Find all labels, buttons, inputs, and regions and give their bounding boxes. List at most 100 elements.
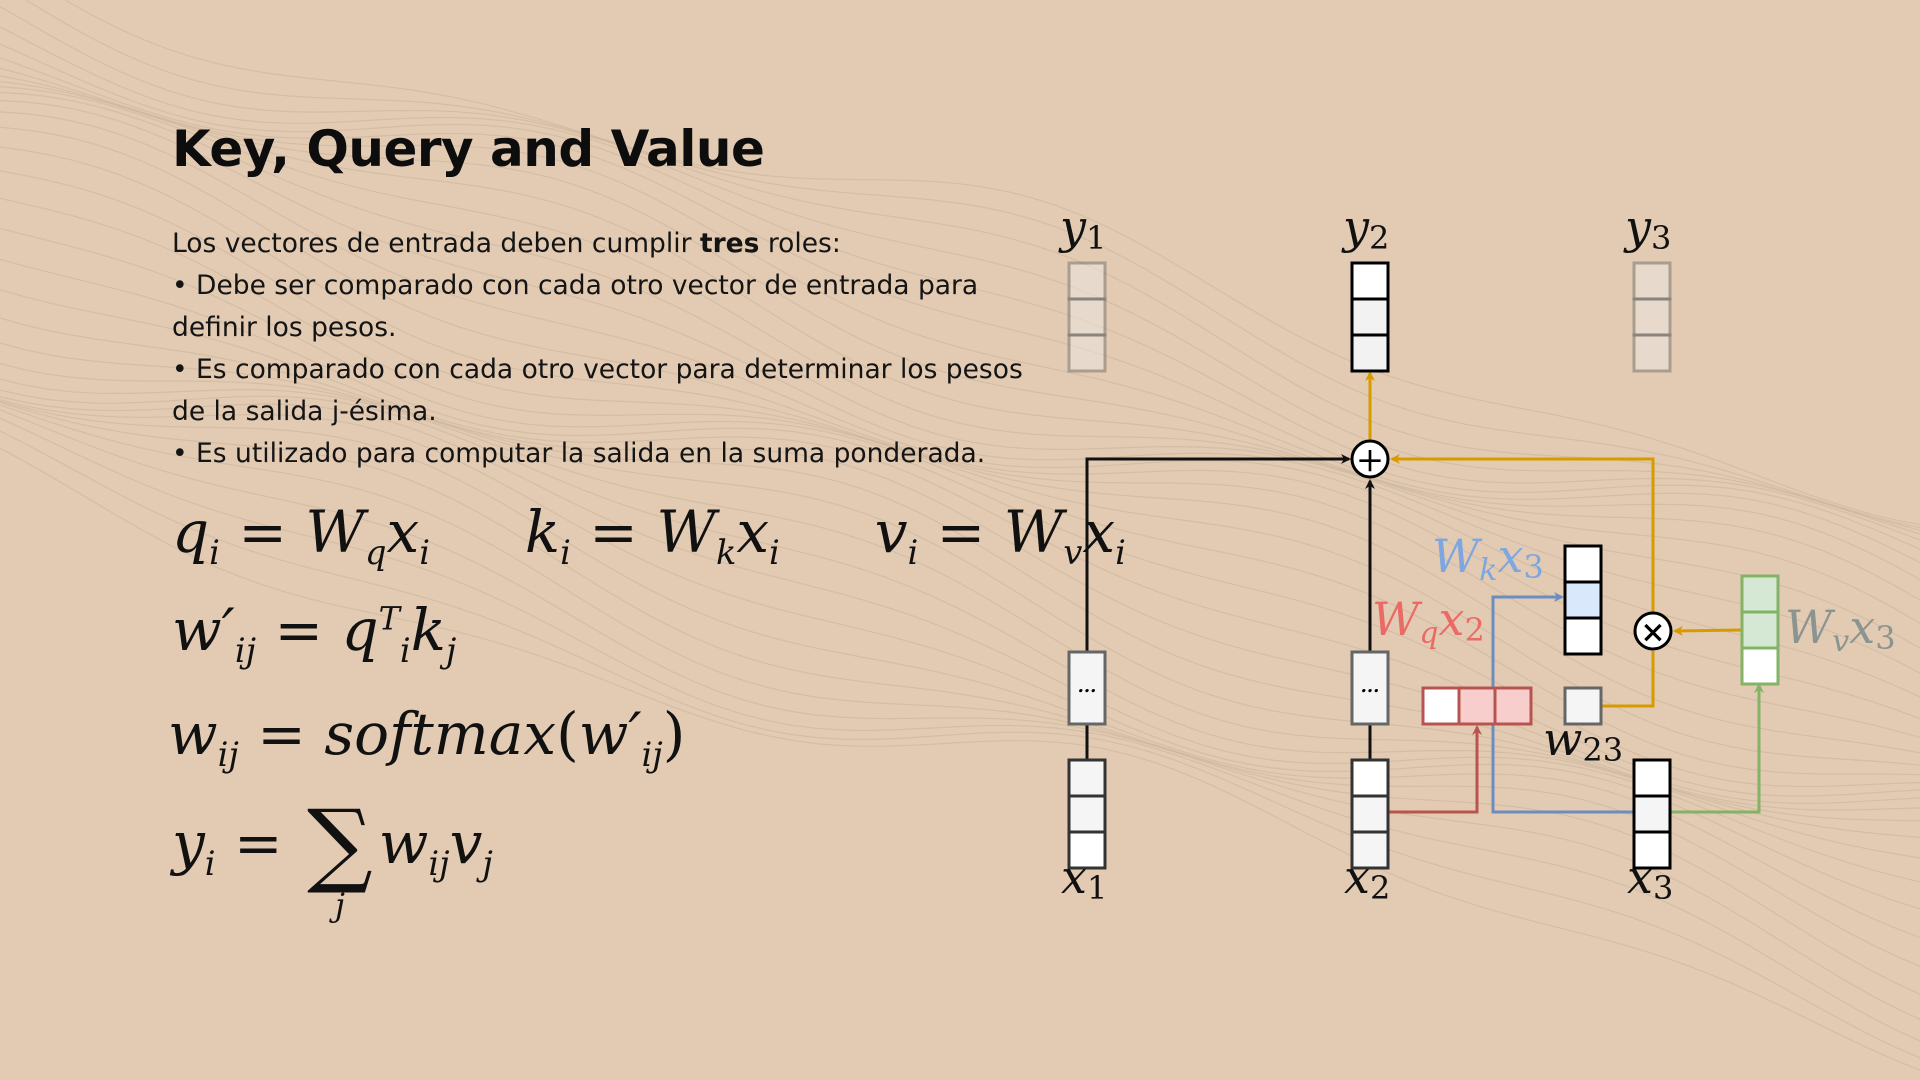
vector-cell-y2 [1350, 261, 1390, 301]
bullet-compare-weights: • Debe ser comparado con cada otro vecto… [172, 270, 979, 343]
eq-w-symbol: w [378, 809, 429, 877]
background-wave-line [0, 170, 1920, 754]
label-key-projection: Wkx3 [1432, 529, 1544, 588]
background-wave-line [0, 26, 1920, 535]
background-wave-line [0, 317, 1920, 805]
eq-sum-block: ∑j [307, 790, 373, 924]
arrow-x1-to-sum [1085, 454, 1351, 652]
ellipsis-box-x1 [1067, 650, 1107, 726]
eq-v-symbol: v [449, 809, 483, 877]
eq-q-sub: i [399, 630, 411, 670]
vector-cell-key [1563, 616, 1603, 656]
eq-w-sub: ij [217, 734, 239, 774]
eq-q-symbol: q [172, 498, 210, 566]
eq-v-sub: j [482, 843, 493, 883]
eq-v-sub: i [907, 532, 919, 572]
background-wave-line [0, 447, 1920, 1071]
background-wave-line [0, 67, 1920, 563]
background-wave-line [0, 396, 1920, 883]
equation-raw-weight: w′ij = qTikj [172, 596, 456, 670]
label-y1: y1 [1058, 200, 1106, 257]
vector-cell-x1 [1067, 758, 1107, 798]
label-w23: w23 [1543, 712, 1623, 769]
background-wave-line [0, 417, 1920, 1042]
label-y2: y2 [1341, 200, 1389, 257]
bullet-weighted-sum: • Es utilizado para computar la salida e… [172, 438, 986, 469]
background-wave-line [0, 400, 1920, 939]
eq-equals: = [233, 809, 283, 877]
arrow-value-to-product [1673, 625, 1743, 636]
sigma-index: j [335, 886, 345, 924]
eq-equals: = [589, 498, 638, 566]
background-wave-line [0, 409, 1920, 1020]
slide-title: Key, Query and Value [172, 120, 765, 178]
vector-cell-x3 [1632, 830, 1672, 870]
eq-wprime-sub: ij [641, 734, 663, 774]
vector-cell-x2 [1350, 758, 1390, 798]
product-operator: × [1633, 611, 1673, 651]
eq-equals: = [238, 498, 287, 566]
eq-equals: = [274, 596, 324, 664]
eq-wq-symbol: W [305, 498, 366, 566]
background-wave-line [0, 57, 1920, 550]
eq-x-symbol: x [736, 498, 770, 566]
background-wave-line [0, 362, 1920, 822]
label-x3: x3 [1627, 850, 1673, 907]
background-wave-line [0, 258, 1920, 788]
connector-arrows [1085, 371, 1764, 814]
background-wave-line [0, 43, 1920, 541]
eq-k-symbol: k [524, 498, 561, 566]
vector-cell-value [1740, 646, 1780, 686]
vector-cell-query [1457, 686, 1497, 726]
arrow-product-to-sum [1390, 454, 1655, 613]
vector-cell-value [1740, 574, 1780, 614]
vector-cell-y1 [1067, 297, 1107, 337]
eq-close-paren: ) [662, 700, 686, 768]
eq-y-sub: i [204, 843, 216, 883]
vector-cell-y2 [1350, 333, 1390, 373]
background-wave-line [0, 430, 1920, 1059]
vector-cell-key [1563, 544, 1603, 584]
intro-line: Los vectores de entrada deben cumplir tr… [172, 223, 1042, 265]
vector-cell-x3 [1632, 794, 1672, 834]
vector-cell-y3 [1632, 333, 1672, 373]
eq-wv-symbol: W [1003, 498, 1064, 566]
vector-cell-y2 [1350, 297, 1390, 337]
label-y3: y3 [1623, 200, 1671, 257]
eq-x-symbol: x [386, 498, 420, 566]
background-wave-line [0, 378, 1920, 839]
vector-cells: ...... [1067, 261, 1780, 870]
label-query-projection: Wqx2 [1372, 592, 1485, 651]
label-value-projection: Wvx3 [1785, 600, 1896, 659]
eq-v-symbol: v [874, 498, 908, 566]
eq-wprime-symbol: w′ [172, 596, 235, 664]
label-x2: x2 [1344, 850, 1390, 907]
eq-q-symbol: q [341, 596, 379, 664]
eq-x-sub: i [419, 532, 431, 572]
eq-w-sub: ij [428, 843, 450, 883]
vector-cell-y3 [1632, 261, 1672, 301]
intro-bold: tres [699, 228, 760, 259]
arrow-x3-to-value [1670, 683, 1764, 814]
intro-start: Los vectores de entrada deben cumplir [172, 228, 700, 259]
eq-equals: = [257, 700, 306, 768]
sigma-symbol: ∑ [307, 790, 373, 897]
eq-x-sub: i [769, 532, 780, 572]
ellipsis-text: ... [1361, 676, 1380, 697]
weight-cell [1563, 686, 1603, 726]
eq-wq-sub: q [365, 532, 387, 572]
eq-wv-sub: v [1063, 532, 1083, 572]
background-wave-line [64, 0, 1920, 526]
background-wave-line [0, 86, 1920, 624]
vector-cell-y1 [1067, 333, 1107, 373]
eq-k-symbol: k [410, 596, 446, 664]
line-weight-to-product [1601, 651, 1655, 708]
arrow-x2-to-query [1388, 725, 1482, 814]
background-wave-line [0, 80, 1920, 601]
product-symbol: × [1640, 615, 1665, 650]
diagram-labels: y1 y2 y3 x1 x2 x3 w23 Wkx3 Wqx2 Wvx3 [1058, 200, 1896, 907]
eq-wprime-sub: ij [234, 630, 257, 670]
eq-wk-sub: k [715, 532, 737, 572]
